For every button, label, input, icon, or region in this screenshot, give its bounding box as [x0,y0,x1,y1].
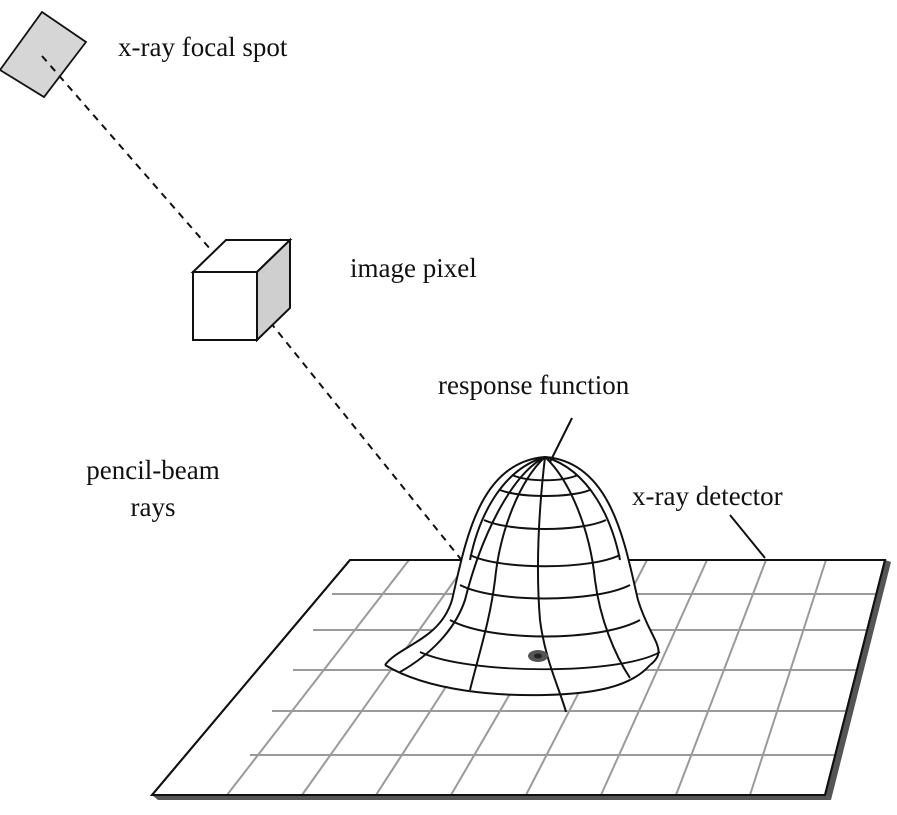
response-function-rim [384,664,651,697]
label-detector: x-ray detector [632,481,783,511]
cube-front-face [192,271,258,341]
detector-right-edge [825,560,891,800]
image-pixel-cube [190,237,293,343]
focal-spot [0,10,88,99]
label-response-function: response function [438,370,630,400]
detector-leader [729,514,766,559]
label-image-pixel: image pixel [350,253,477,283]
response-function-surface [384,455,661,713]
pencil-beam-ray-upper [41,55,219,259]
response-function-fill [385,457,659,695]
response-function-leader [549,417,573,463]
label-focal-spot: x-ray focal spot [118,32,288,62]
label-pencil-beam-line1: pencil-beam [86,455,220,485]
label-pencil-beam-line2: rays [130,492,176,522]
detector-bottom-edge [152,795,831,800]
